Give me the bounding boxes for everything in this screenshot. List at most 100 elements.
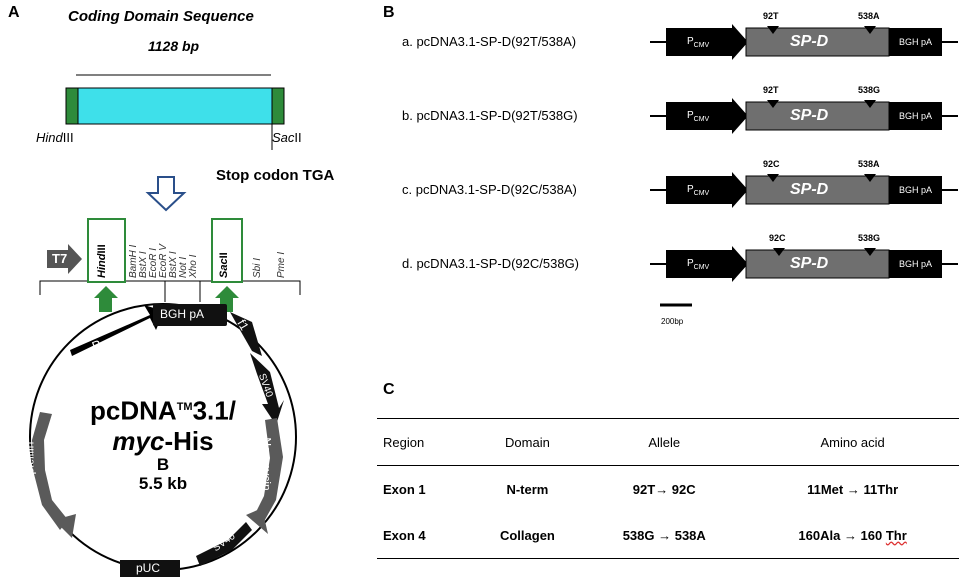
snp2-marker: [864, 174, 876, 182]
snp1-marker: [767, 174, 779, 182]
table-header-row: Region Domain Allele Amino acid: [377, 418, 959, 466]
plasmid-name: pcDNATM3.1/ myc-His: [90, 395, 236, 456]
sv40-bottom-arrow: [196, 522, 252, 566]
scale-bar: [660, 303, 692, 307]
t7-arrow: [47, 244, 82, 274]
allele-table: Region Domain Allele Amino acid Exon 1 N…: [377, 418, 959, 559]
puc-feature: [120, 560, 180, 577]
insert-arrow: [145, 176, 187, 212]
cds-left-end: [65, 87, 79, 125]
construct-label: c. pcDNA3.1-SP-D(92C/538A): [402, 182, 577, 197]
bgh-polya-label: BGH pA: [899, 185, 933, 195]
pcmv-arrow: [70, 305, 164, 356]
construct-label: d. pcDNA3.1-SP-D(92C/538G): [402, 256, 580, 271]
spd-gene-label: SP-D: [790, 181, 829, 198]
f1-arrow: [230, 312, 262, 356]
neomycin-head: [246, 508, 268, 534]
snp1-label: 92C: [763, 159, 780, 169]
snp1-marker: [767, 100, 779, 108]
snp2-marker: [864, 248, 876, 256]
mcs-hindiii-box: [87, 218, 126, 283]
table-header-cell: Amino acid: [746, 418, 959, 466]
table-header-cell: Region: [377, 418, 473, 466]
bgh-polya-label: BGH pA: [899, 37, 933, 47]
bgh-polya-box: [889, 102, 942, 130]
mcs-site-pmei: Pme I: [276, 251, 287, 278]
spd-gene-label: SP-D: [790, 33, 829, 50]
bgh-polya-box: [889, 176, 942, 204]
sacii-site-label: SacII: [272, 130, 302, 145]
bgh-polya-label: BGH pA: [899, 111, 933, 121]
ampicillin-arrow: [32, 412, 68, 530]
pcmv-promoter-arrow: [666, 172, 748, 208]
spd-gene-box: [745, 27, 890, 57]
snp2-marker: [864, 100, 876, 108]
table-cell: 92T→ 92C: [632, 481, 696, 497]
construct-label: a. pcDNA3.1-SP-D(92T/538A): [402, 34, 577, 49]
plasmid-size: 5.5 kb: [138, 474, 188, 493]
snp2-marker: [864, 26, 876, 34]
snp1-marker: [767, 26, 779, 34]
construct-diagram: [650, 246, 958, 282]
table-row: Exon 4 Collagen 538G → 538A 160Ala → 160…: [377, 512, 959, 559]
mcs-site-xhoi: Xho I: [188, 254, 199, 278]
bgh-polya-box: [889, 250, 942, 278]
snp1-label: 92T: [763, 11, 779, 21]
snp2-label: 538A: [858, 11, 880, 21]
table-cell: N-term: [506, 481, 549, 497]
stop-codon-label: Stop codon TGA: [216, 167, 335, 184]
neomycin-arrow: [252, 418, 283, 525]
pcmv-label: PCMV: [687, 110, 710, 123]
construct-diagram: [650, 172, 958, 208]
panel-a-graphics: [29, 74, 301, 577]
snp2-label: 538A: [858, 159, 880, 169]
mcs-sacii-label: SacII: [218, 252, 230, 278]
table-header-cell: Domain: [472, 418, 583, 466]
snp1-label: 92T: [763, 85, 779, 95]
snp1-label: 92C: [769, 233, 786, 243]
bgh-polya-box: [889, 28, 942, 56]
spd-gene-box: [745, 175, 890, 205]
ampicillin-label: Ampicillin: [22, 441, 37, 493]
bgh-polya-label: BGH pA: [899, 259, 933, 269]
mcs-hindiii-label: HindIII: [96, 244, 108, 278]
cds-title: Coding Domain Sequence: [68, 8, 254, 25]
cds-right-end: [271, 87, 285, 125]
sv40-top-arrow: [250, 353, 284, 425]
pcmv-label: PCMV: [687, 36, 710, 49]
snp1-marker: [773, 248, 785, 256]
puc-label: pUC: [136, 561, 161, 575]
table-cell: 160Ala → 160 Thr: [746, 512, 959, 559]
bgh-label: BGH pA: [160, 307, 205, 321]
spd-gene-label: SP-D: [790, 107, 829, 124]
mcs-bracket: [39, 280, 301, 295]
pcmv-promoter-arrow: [666, 24, 748, 60]
table-cell: Exon 1: [383, 481, 426, 497]
table-cell: 11Met → 11Thr: [807, 481, 899, 497]
spd-gene-box: [745, 249, 890, 279]
bgh-feature: [153, 304, 227, 326]
construct-label: b. pcDNA3.1-SP-D(92T/538G): [402, 108, 578, 123]
construct-diagram: [650, 24, 958, 60]
spd-gene-label: SP-D: [790, 255, 829, 272]
panel-b-letter: B: [383, 4, 395, 21]
panel-c-letter: C: [383, 381, 395, 398]
cds-length: 1128 bp: [148, 38, 200, 54]
table-header-cell: Allele: [582, 418, 747, 466]
hindiii-site-label: HindIII: [36, 130, 74, 145]
table-row: Exon 1 N-term 92T→ 92C 11Met → 11Thr: [377, 466, 959, 513]
table-cell: 538G → 538A: [582, 512, 747, 559]
panel-a-letter: A: [8, 4, 20, 21]
cds-bar: [65, 87, 285, 125]
snp2-label: 538G: [858, 233, 881, 243]
construct-diagram: [650, 98, 958, 134]
ampicillin-head: [54, 514, 76, 538]
t7-label: T7: [52, 251, 68, 266]
snp2-label: 538G: [858, 85, 881, 95]
mcs-sacii-box: [211, 218, 243, 283]
pcmv-promoter-arrow: [666, 98, 748, 134]
pcmv-label: PCMV: [687, 258, 710, 271]
pcmv-label: PCMV: [687, 184, 710, 197]
pcmv-promoter-arrow: [666, 246, 748, 282]
plasmid-variant: B: [156, 455, 170, 474]
